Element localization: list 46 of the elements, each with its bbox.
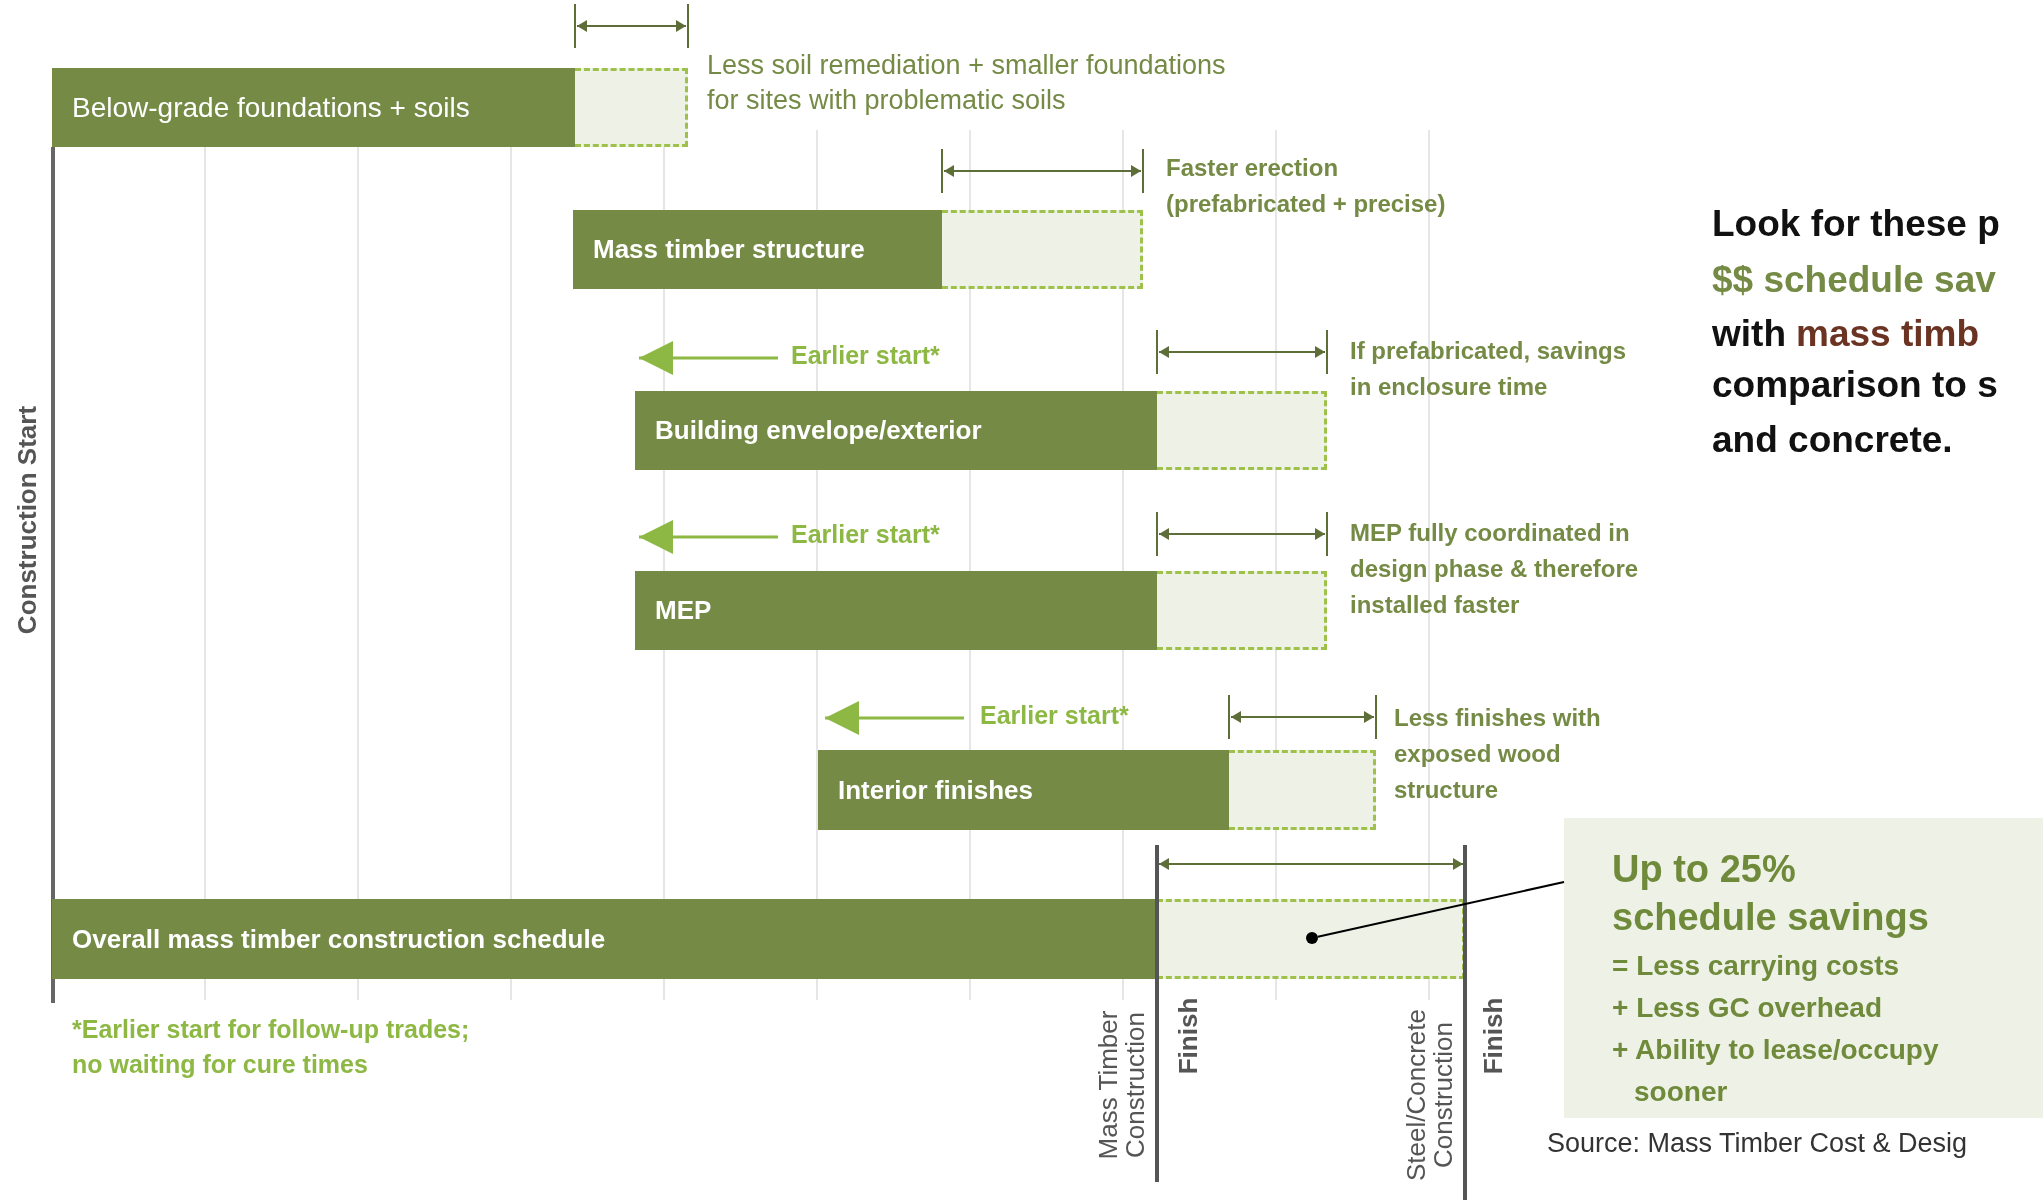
earlier-start-label: Earlier start* [791,520,940,549]
annotation-text: Faster erection (prefabricated + precise) [1166,153,1447,219]
schedule-bar [635,571,1157,650]
heading-text: $$ schedule sav [1712,259,1996,301]
annotation-text: Less finishes with exposed wood structure [1394,703,1602,805]
callout-text: + Less GC overhead [1612,991,1883,1025]
annotation-text: MEP fully coordinated in design phase & therefore installed faster [1350,518,1640,620]
heading-text: comparison to s [1712,364,1998,406]
heading-text: with [1712,313,1786,355]
earlier-start-label: Earlier start* [791,341,940,370]
savings-segment [942,210,1143,289]
bar-label: Mass timber structure [593,234,865,265]
heading-text: Look for these p [1712,203,2000,245]
annotation-text: If prefabricated, savings in enclosure time [1350,336,1628,402]
bar-label: MEP [655,595,712,626]
heading-text: and concrete. [1712,419,1953,461]
schedule-bar [818,750,1229,830]
bar-label: Interior finishes [838,774,1034,806]
source-text: Source: Mass Timber Cost & Desig [1547,1128,1968,1159]
savings-segment [575,68,688,147]
axis-label: Finish [1175,996,1203,1077]
callout-panel [1564,818,2043,1118]
bar-label: Building envelope/exterior [655,415,982,446]
axis-label: Finish [1480,996,1508,1077]
leader-line [1316,881,1565,938]
callout-heading: Up to 25% schedule savings [1612,847,1930,940]
callout-text: = Less carrying costs [1612,949,1901,983]
heading-text: mass timb [1796,313,1979,355]
schedule-bar [573,210,942,289]
axis-label: Construction Start [14,404,42,637]
axis-label: Mass Timber Construction [1094,1009,1150,1162]
bar-label: Overall mass timber construction schedule [72,923,606,955]
schedule-bar [52,899,1157,979]
schedule-bar [52,68,575,147]
annotation-text: Less soil remediation + smaller foundations for sites with problematic soils [707,49,1227,118]
savings-segment [1157,899,1465,979]
schedule-bar [635,391,1157,470]
axis-label: Steel/Concrete Construction [1402,1008,1458,1183]
bar-label: Below-grade foundations + soils [72,91,470,124]
savings-segment [1157,571,1327,650]
savings-segment [1157,391,1327,470]
leader-dot [1306,932,1318,944]
earlier-start-label: Earlier start* [980,701,1129,730]
callout-text: + Ability to lease/occupy sooner [1612,1033,1940,1109]
footnote-text: *Earlier start for follow-up trades; no waiting for cure times [72,1014,471,1080]
savings-segment [1229,750,1376,830]
